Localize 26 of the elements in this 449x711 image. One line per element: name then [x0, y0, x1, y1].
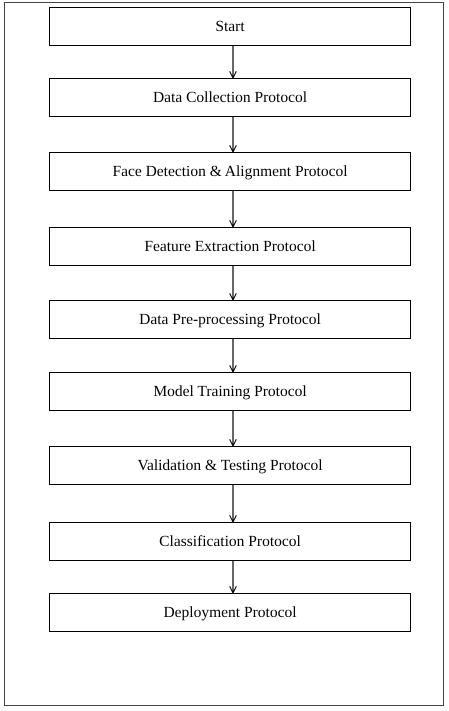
box-label: Data Pre-processing Protocol: [139, 310, 321, 328]
box-label: Start: [215, 18, 245, 36]
process-box: [49, 7, 411, 46]
box-label: Deployment Protocol: [163, 604, 297, 622]
arrow: [229, 46, 237, 78]
process-box: [49, 78, 411, 117]
box-label: Data Collection Protocol: [152, 88, 308, 106]
box-label: Validation & Testing Protocol: [137, 456, 323, 474]
process-box: [49, 300, 411, 339]
process-box: [49, 593, 411, 632]
box-label: Classification Protocol: [159, 532, 301, 550]
process-box: [49, 446, 411, 485]
arrow: [229, 411, 237, 446]
process-box: [49, 227, 411, 266]
arrow: [229, 191, 237, 228]
process-box: [49, 152, 411, 191]
process-box: [49, 522, 411, 561]
arrow: [229, 266, 237, 300]
box-label: Model Training Protocol: [153, 382, 307, 400]
arrow: [229, 561, 237, 594]
arrow: [229, 485, 237, 522]
arrow: [229, 117, 237, 152]
arrow: [229, 339, 237, 372]
box-label: Face Detection & Alignment Protocol: [112, 162, 348, 180]
box-label: Feature Extraction Protocol: [144, 238, 316, 256]
process-box: [49, 372, 411, 411]
